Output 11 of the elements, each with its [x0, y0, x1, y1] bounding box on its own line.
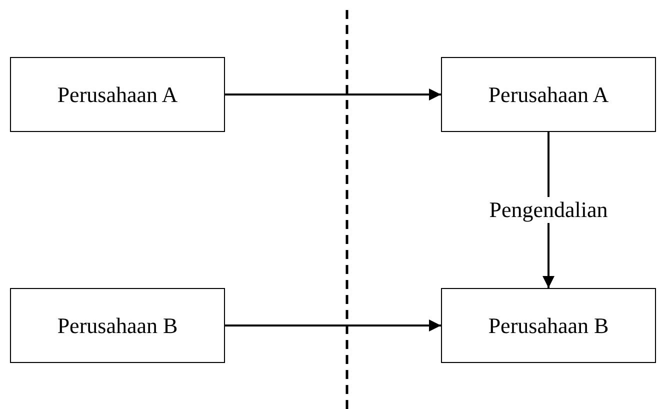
box-label: Perusahaan A [488, 82, 609, 108]
process-box [10, 57, 225, 132]
edge-label: Pengendalian [487, 197, 610, 223]
process-box [10, 288, 225, 363]
box-label: Perusahaan A [57, 82, 178, 108]
process-box [441, 288, 656, 363]
process-box [441, 57, 656, 132]
arrow [225, 88, 441, 100]
arrow [225, 320, 441, 332]
box-label: Perusahaan B [488, 312, 609, 338]
box-label: Perusahaan B [57, 312, 178, 338]
